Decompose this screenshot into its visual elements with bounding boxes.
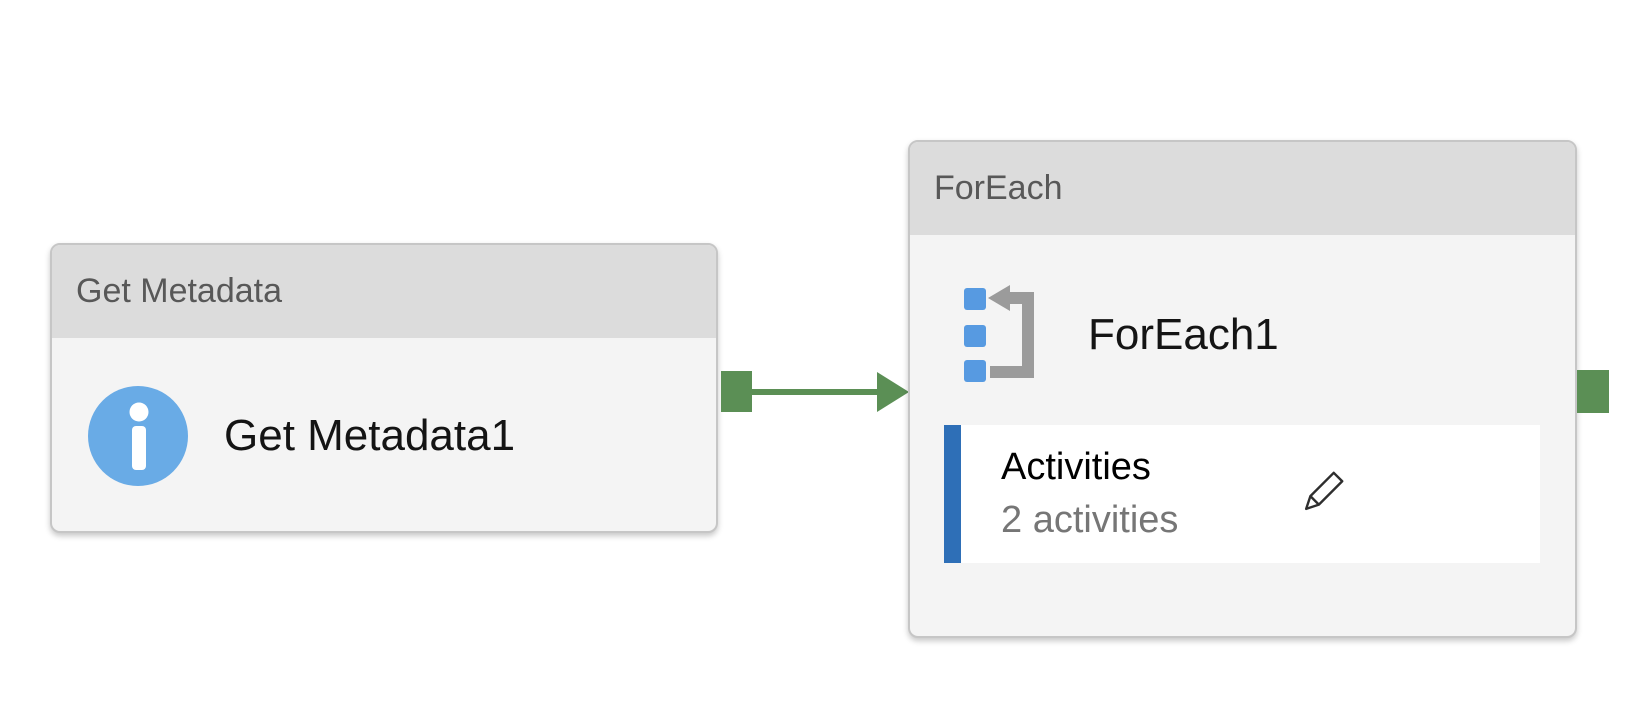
- activities-title: Activities: [1001, 445, 1151, 488]
- activity-body-row: ForEach1: [964, 285, 1575, 382]
- output-port-get-metadata[interactable]: [721, 371, 752, 412]
- info-icon: [88, 386, 188, 486]
- activity-type-label: Get Metadata: [76, 272, 283, 310]
- activities-text: Activities 2 activities: [1001, 445, 1179, 542]
- connector-arrow[interactable]: [752, 370, 910, 414]
- activity-type-header: Get Metadata: [52, 245, 716, 338]
- activity-name: ForEach1: [1088, 310, 1279, 359]
- activity-node-get-metadata[interactable]: Get Metadata Get Metadata1: [50, 243, 718, 533]
- foreach-loop-icon: [964, 285, 1034, 382]
- activities-count: 2 activities: [1001, 498, 1179, 541]
- edit-activities-button[interactable]: [1300, 469, 1344, 522]
- activity-body-row: Get Metadata1: [88, 386, 716, 486]
- activity-type-header: ForEach: [910, 142, 1575, 235]
- output-port-foreach[interactable]: [1577, 370, 1609, 413]
- activities-panel[interactable]: Activities 2 activities: [944, 425, 1540, 563]
- activity-name: Get Metadata1: [224, 411, 516, 460]
- activity-node-foreach[interactable]: ForEach ForEach1 Activities 2 activities: [908, 140, 1577, 638]
- activity-type-label: ForEach: [934, 169, 1063, 207]
- activities-accent-bar: [944, 425, 961, 563]
- pencil-icon: [1300, 471, 1344, 522]
